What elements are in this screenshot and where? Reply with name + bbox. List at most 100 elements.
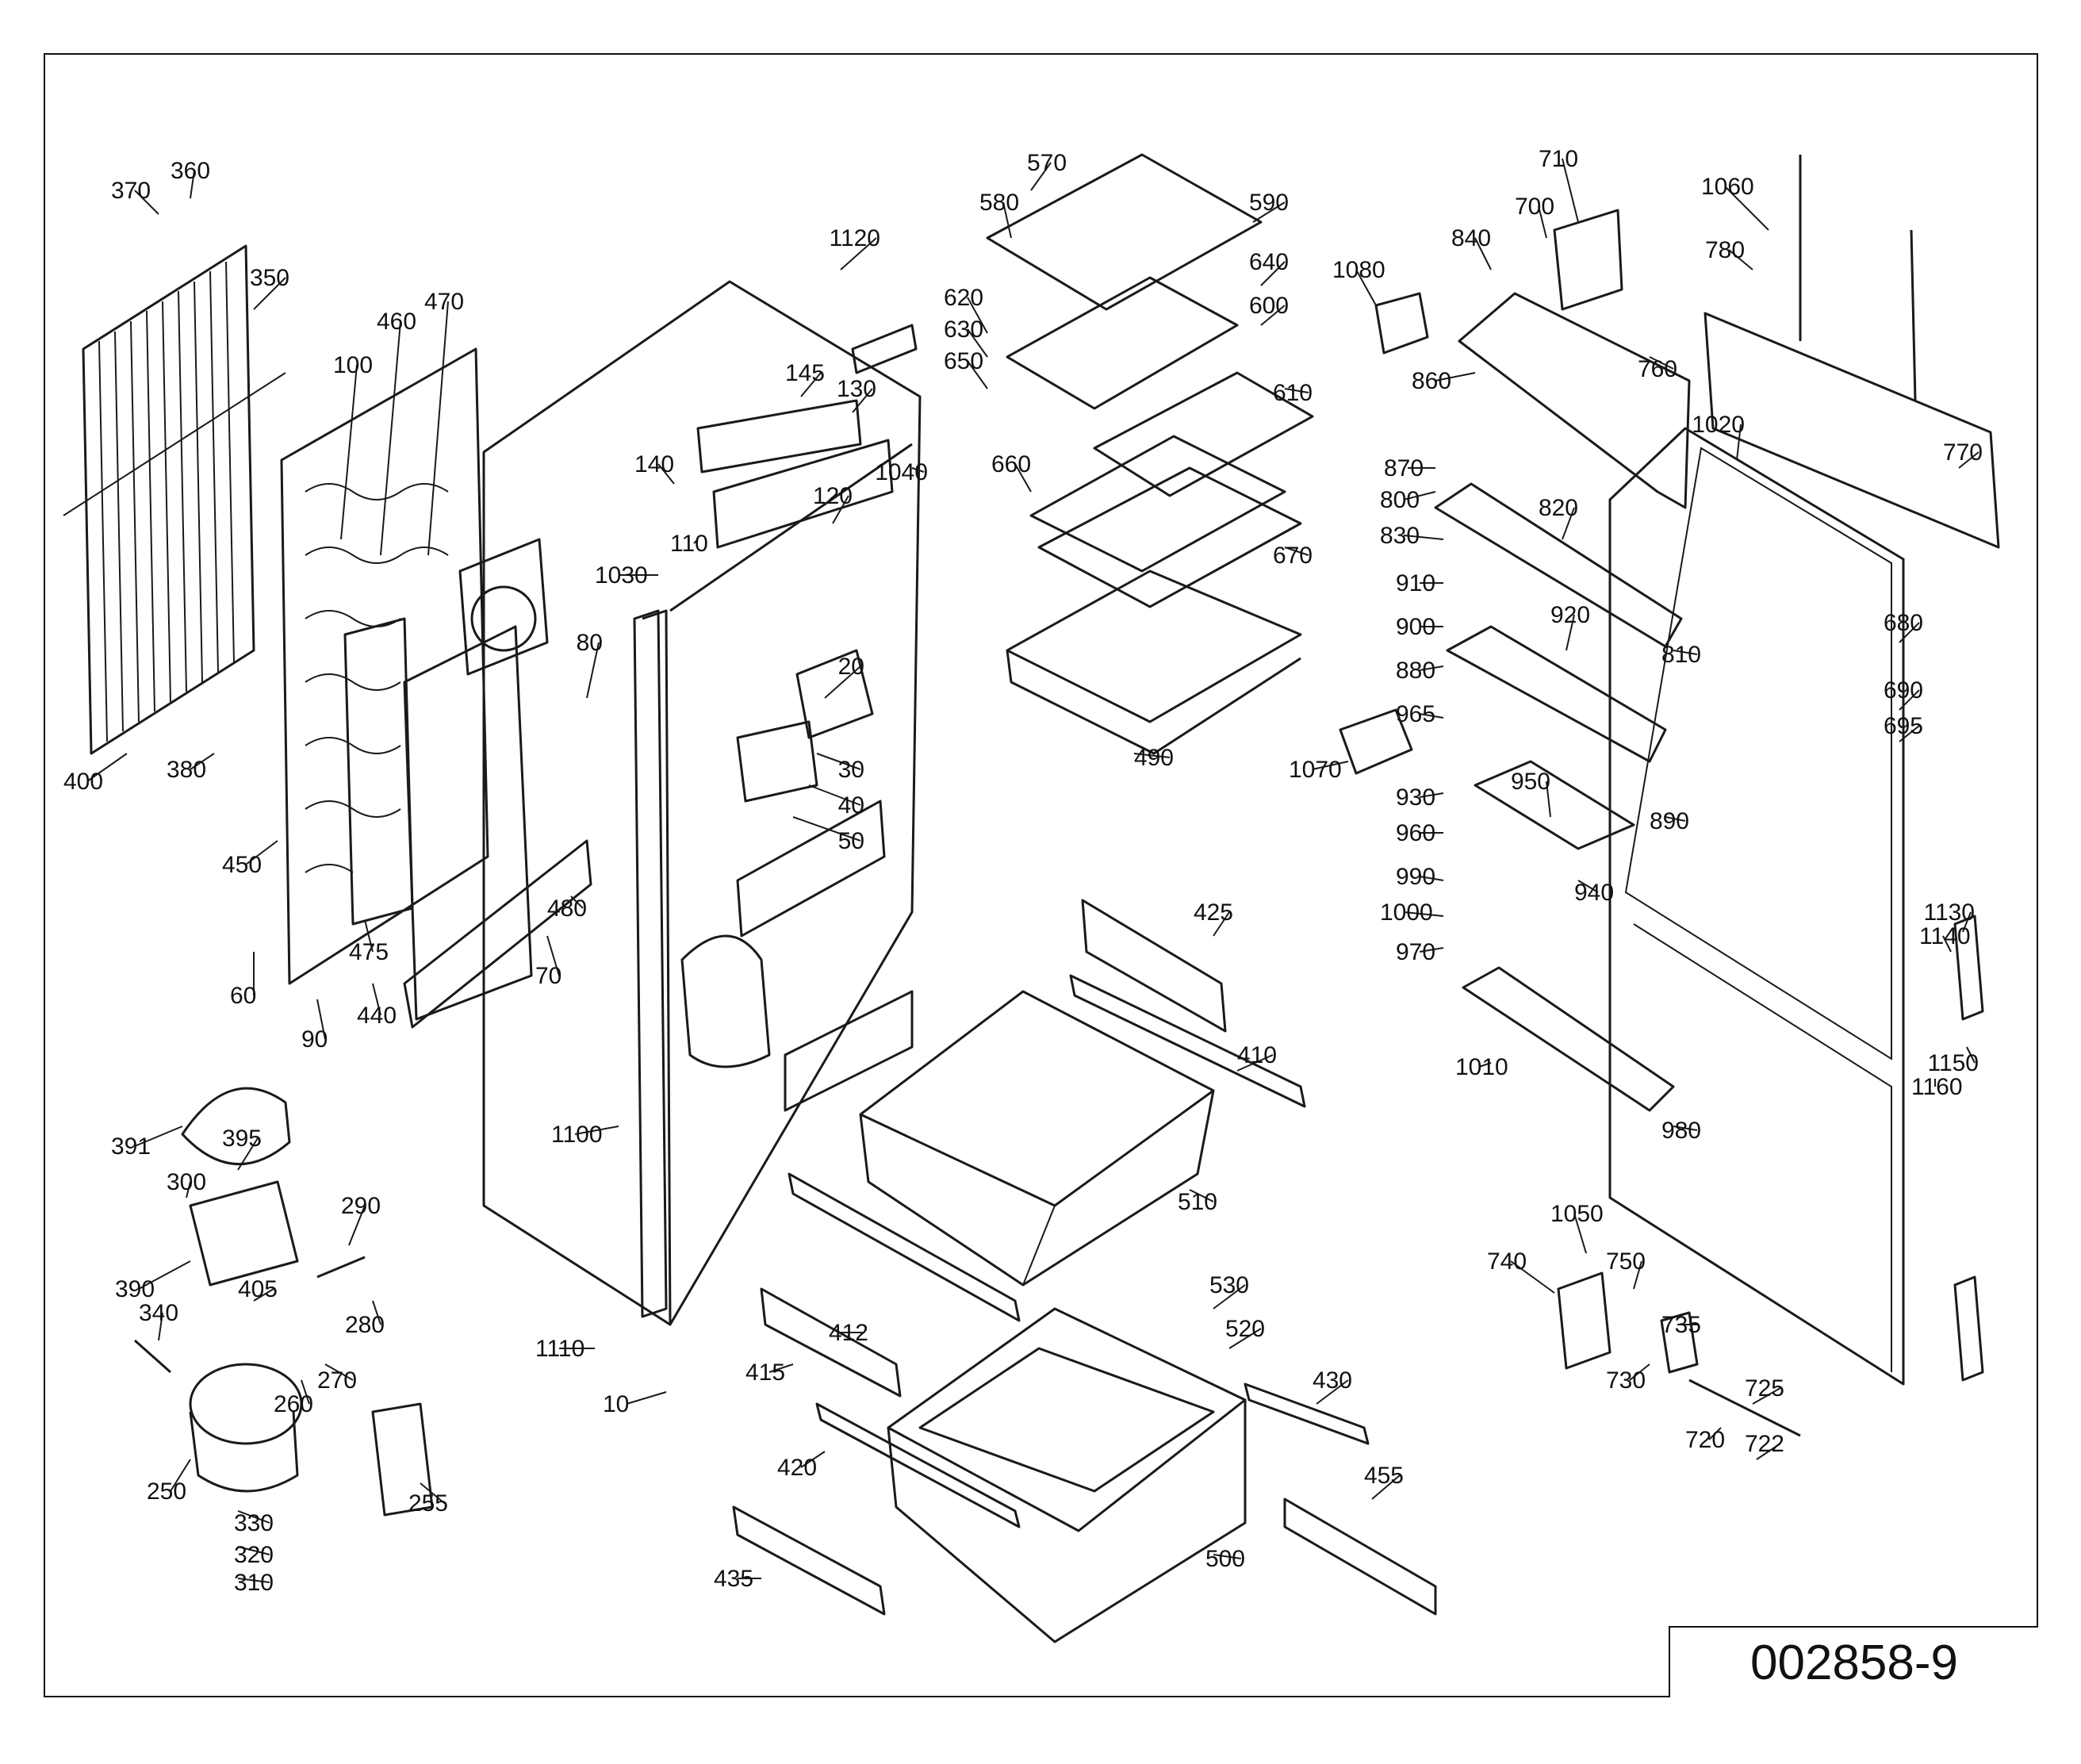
part-label-970: 970	[1396, 939, 1435, 965]
part-label-130: 130	[837, 376, 876, 402]
part-label-310: 310	[234, 1570, 274, 1596]
part-label-1020: 1020	[1692, 412, 1745, 438]
leader-line-405	[253, 1288, 274, 1302]
part-label-435: 435	[714, 1566, 753, 1592]
leader-line-100	[340, 364, 358, 540]
part-label-570: 570	[1027, 150, 1067, 176]
control-panel	[696, 399, 894, 803]
leader-line-725	[1752, 1387, 1781, 1405]
leader-line-440	[372, 983, 381, 1016]
glass-shelves	[986, 153, 1314, 755]
leader-line-580	[1002, 201, 1012, 239]
part-label-10: 10	[603, 1391, 629, 1417]
air-duct-panels	[343, 538, 592, 1029]
part-label-145: 145	[785, 360, 825, 386]
part-label-70: 70	[535, 963, 561, 989]
part-label-520: 520	[1225, 1316, 1265, 1342]
leader-line-460	[380, 320, 401, 556]
leader-line-110	[693, 539, 699, 544]
leader-line-590	[1252, 201, 1286, 223]
part-label-80: 80	[577, 630, 603, 656]
leader-line-270	[324, 1363, 354, 1381]
part-label-370: 370	[111, 178, 151, 204]
leader-line-830	[1403, 535, 1444, 540]
part-label-470: 470	[424, 289, 464, 315]
part-label-380: 380	[167, 757, 206, 783]
leader-line-1080	[1355, 269, 1377, 306]
part-label-1150: 1150	[1927, 1050, 1979, 1076]
compressor-group	[134, 1087, 434, 1517]
leader-line-455	[1371, 1474, 1401, 1500]
part-label-960: 960	[1396, 820, 1435, 846]
part-label-650: 650	[944, 348, 983, 374]
leader-line-620	[967, 297, 988, 334]
part-label-490: 490	[1134, 745, 1174, 771]
part-label-730: 730	[1606, 1367, 1646, 1394]
part-label-100: 100	[333, 352, 373, 378]
leader-line-475	[364, 919, 374, 953]
leader-line-722	[1756, 1443, 1781, 1460]
leader-line-340	[158, 1312, 163, 1341]
part-label-640: 640	[1249, 249, 1289, 275]
leader-line-1040	[911, 467, 925, 473]
part-label-480: 480	[547, 895, 587, 922]
part-label-890: 890	[1650, 808, 1689, 834]
part-label-880: 880	[1396, 658, 1435, 684]
leader-line-391	[134, 1126, 183, 1147]
leader-line-145	[800, 372, 822, 397]
part-label-410: 410	[1237, 1042, 1277, 1068]
leader-line-280	[372, 1300, 381, 1325]
leader-line-510	[1189, 1189, 1214, 1202]
part-label-530: 530	[1209, 1272, 1249, 1298]
leader-line-640	[1260, 261, 1286, 286]
part-label-690: 690	[1884, 677, 1923, 704]
part-label-820: 820	[1539, 495, 1578, 521]
part-label-1080: 1080	[1332, 257, 1385, 283]
leader-line-750	[1633, 1260, 1642, 1290]
part-label-395: 395	[222, 1126, 262, 1152]
leader-line-90	[316, 999, 326, 1040]
part-label-840: 840	[1451, 225, 1491, 251]
part-label-390: 390	[115, 1276, 155, 1302]
part-label-450: 450	[222, 852, 262, 878]
leader-line-660	[1014, 463, 1032, 493]
part-label-670: 670	[1273, 543, 1313, 569]
part-label-1100: 1100	[551, 1122, 603, 1148]
leader-line-415	[768, 1363, 794, 1373]
leader-line-425	[1213, 911, 1230, 937]
part-label-700: 700	[1515, 194, 1554, 220]
leader-line-980	[1673, 1126, 1698, 1131]
leader-line-430	[1316, 1379, 1349, 1405]
leader-line-990	[1419, 876, 1444, 881]
part-label-20: 20	[838, 654, 864, 680]
leader-line-780	[1728, 249, 1753, 270]
leader-line-290	[348, 1205, 366, 1246]
part-label-725: 725	[1745, 1375, 1784, 1402]
leader-line-260	[301, 1379, 310, 1405]
leader-line-1010	[1478, 1062, 1492, 1068]
leader-line-880	[1419, 665, 1444, 671]
condenser-grid	[63, 244, 286, 755]
part-label-420: 420	[777, 1455, 817, 1481]
leader-line-20	[824, 665, 861, 699]
part-label-30: 30	[838, 757, 864, 783]
part-label-695: 695	[1884, 713, 1923, 739]
part-label-415: 415	[745, 1359, 785, 1386]
leader-line-40	[808, 784, 861, 806]
part-label-980: 980	[1661, 1118, 1701, 1144]
part-label-990: 990	[1396, 864, 1435, 890]
cabinet-body	[482, 280, 922, 1326]
leader-line-610	[1284, 388, 1309, 393]
leader-line-730	[1629, 1363, 1650, 1381]
part-label-300: 300	[167, 1169, 206, 1195]
part-label-260: 260	[274, 1391, 313, 1417]
leader-line-650	[967, 360, 988, 389]
part-label-60: 60	[230, 983, 256, 1009]
part-label-290: 290	[341, 1193, 381, 1219]
leader-line-1140	[1942, 935, 1952, 953]
leader-line-770	[1958, 451, 1979, 469]
leader-line-1000	[1403, 911, 1444, 917]
door-assembly	[1458, 292, 1905, 1386]
leader-line-320	[237, 1546, 270, 1555]
